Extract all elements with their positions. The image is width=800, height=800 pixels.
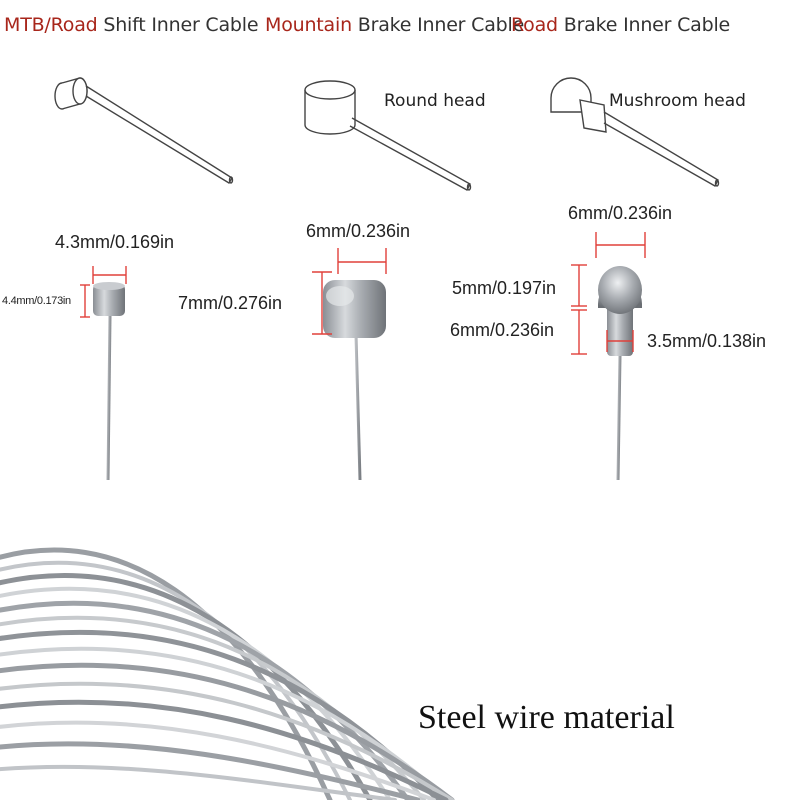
round-height-label: 7mm/0.276in — [178, 293, 283, 313]
shift-cable-photo — [93, 282, 125, 481]
mush-neck-width-marker — [606, 330, 634, 352]
shift-width-marker — [92, 266, 127, 284]
steel-wire-coil — [0, 547, 455, 800]
mush-width-label: 6mm/0.236in — [568, 203, 673, 223]
title-shift-rest: Shift Inner Cable — [97, 14, 259, 36]
round-head-photo — [323, 280, 386, 481]
shift-height-marker — [80, 284, 90, 318]
mushroom-head-photo — [598, 266, 642, 481]
title-road-highlight: Road — [511, 14, 558, 36]
shift-cable-drawing — [54, 77, 234, 184]
mush-width-marker — [595, 232, 646, 258]
mush-neck-height-label: 6mm/0.236in — [450, 320, 555, 340]
round-width-label: 6mm/0.236in — [306, 221, 411, 241]
round-height-marker — [312, 271, 332, 335]
shift-width-label: 4.3mm/0.169in — [55, 232, 175, 252]
title-road-rest: Brake Inner Cable — [557, 14, 731, 36]
steel-wire-caption: Steel wire material — [418, 699, 675, 736]
title-mountain-rest: Brake Inner Cable — [351, 14, 525, 36]
mush-neck-height-marker — [571, 309, 587, 355]
round-head-label: Round head — [384, 91, 486, 111]
title-mountain-highlight: Mountain — [265, 14, 352, 36]
round-width-marker — [337, 248, 387, 274]
mushroom-head-drawing — [550, 77, 720, 187]
mush-neck-width-label: 3.5mm/0.138in — [647, 331, 767, 351]
title-mountain-cable: Mountain Brake Inner Cable — [265, 14, 524, 36]
title-shift-highlight: MTB/Road — [4, 14, 98, 36]
title-road-cable: Road Brake Inner Cable — [511, 14, 730, 36]
mush-cap-height-label: 5mm/0.197in — [452, 278, 557, 298]
title-shift-cable: MTB/Road Shift Inner Cable — [4, 14, 259, 36]
shift-height-label: 4.4mm/0.173in — [2, 295, 71, 307]
mush-cap-height-marker — [571, 264, 587, 307]
round-head-drawing — [304, 80, 472, 191]
mushroom-head-label: Mushroom head — [609, 91, 746, 111]
